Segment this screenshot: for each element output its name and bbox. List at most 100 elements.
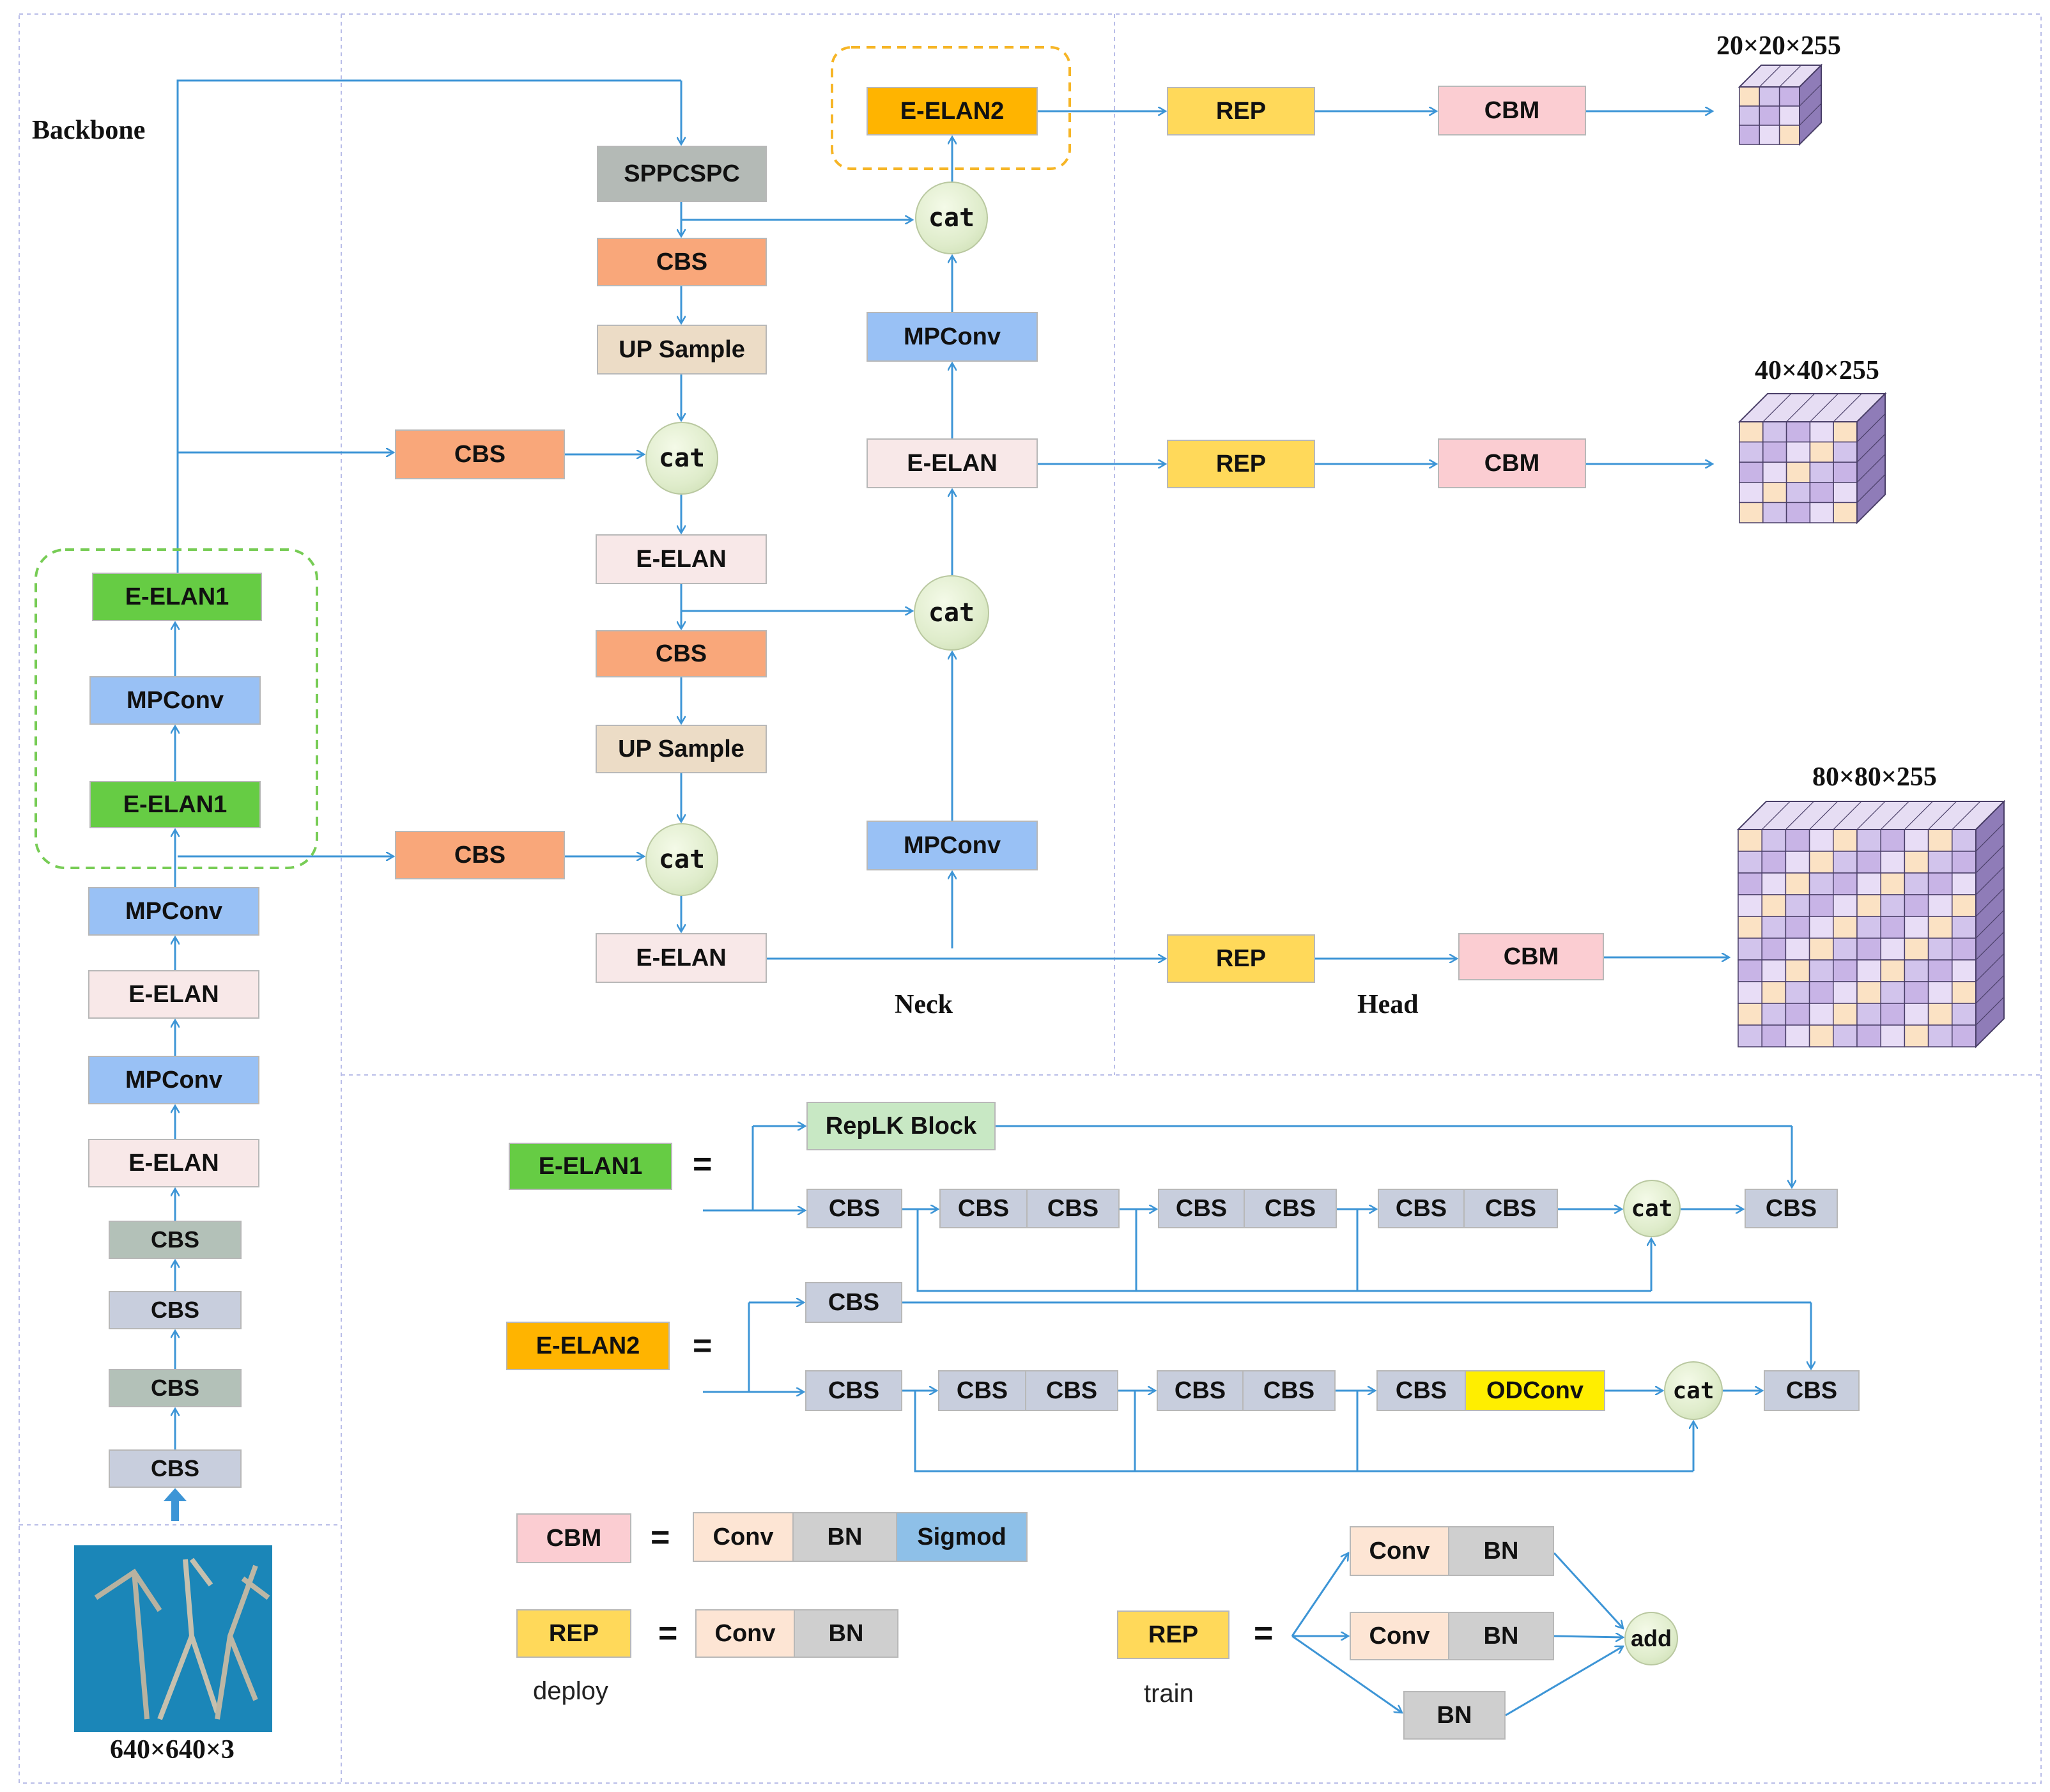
- output-cube-20-topline: [1759, 65, 1782, 88]
- output-cube-80-cell: [1880, 938, 1906, 961]
- neck-side-cbs-a: CBS: [395, 429, 565, 479]
- legend-eelan1-cat: cat: [1623, 1180, 1681, 1237]
- head-cbm-1: CBM: [1438, 86, 1586, 135]
- output-cube-40-cell: [1833, 482, 1858, 504]
- output-cube-80-cell: [1738, 851, 1762, 874]
- output-cube-80-cell: [1833, 851, 1858, 874]
- output-cube-40: [1738, 392, 1887, 525]
- output-cube-40-sideline: [1856, 454, 1886, 483]
- legend-rep-deploy-conv: Conv: [695, 1609, 795, 1658]
- instrument-3: [215, 1564, 270, 1720]
- output-cube-80-topline: [1928, 801, 1957, 830]
- output-cube-80-cell: [1927, 1024, 1953, 1047]
- output-cube-80-topline: [1809, 801, 1838, 830]
- output-cube-80-cell: [1904, 851, 1929, 874]
- output-cube-80-cell: [1738, 1024, 1762, 1047]
- output-cube-80-cell: [1927, 872, 1953, 895]
- output-size-3: 80×80×255: [1812, 762, 1937, 792]
- output-cube-80-cell: [1808, 851, 1834, 874]
- output-cube-80-cell: [1833, 981, 1858, 1004]
- output-cube-80-cell: [1880, 1003, 1906, 1026]
- output-cube-40-sideline: [1856, 413, 1886, 443]
- neck-eelan-a: E-ELAN: [596, 534, 767, 584]
- output-cube-80-cell: [1880, 872, 1906, 895]
- output-cube-80-cell: [1738, 916, 1762, 939]
- legend-eelan1-eq: =: [693, 1146, 713, 1183]
- output-cube-40-cell: [1809, 421, 1834, 443]
- backbone-cbs-3: CBS: [109, 1291, 242, 1329]
- output-cube-20-cell: [1759, 86, 1780, 107]
- instrument-1: [94, 1568, 162, 1720]
- output-cube-80-cell: [1785, 1003, 1810, 1026]
- input-photo-bg: [74, 1545, 272, 1732]
- backbone-cbs-1: CBS: [109, 1449, 242, 1488]
- legend-rep-deploy-name: REP: [516, 1609, 631, 1658]
- output-cube-20-sideline: [1799, 103, 1822, 126]
- output-cube-40-cell: [1762, 502, 1787, 523]
- output-cube-80-cell: [1952, 829, 1977, 852]
- output-cube-80-cell: [1761, 916, 1787, 939]
- output-cube-20-cell: [1778, 125, 1800, 145]
- input-image: [74, 1545, 272, 1732]
- line-e2-bottom: [914, 1391, 1693, 1472]
- output-cube-40-cell: [1833, 502, 1858, 523]
- line-e1-bottom: [916, 1209, 1651, 1292]
- legend-eelan2-cbs-3: CBS: [1025, 1370, 1118, 1411]
- output-cube-80-cell: [1952, 1024, 1977, 1047]
- output-cube-40-cell: [1739, 482, 1764, 504]
- output-cube-20-topline: [1779, 65, 1802, 88]
- output-cube-40-side: [1856, 392, 1886, 525]
- output-cube-20-cell: [1759, 105, 1780, 126]
- output-cube-80: [1736, 799, 2006, 1049]
- neck-cat-d: cat: [915, 182, 988, 254]
- head-title: Head: [1357, 990, 1419, 1019]
- output-cube-80-cell: [1761, 959, 1787, 982]
- output-cube-40-cell: [1833, 441, 1858, 463]
- output-cube-40-cell: [1785, 421, 1811, 443]
- outer-frame: [19, 13, 2042, 1784]
- backbone-cbs-2: CBS: [109, 1369, 242, 1407]
- legend-rep-train-caption: train: [1144, 1680, 1194, 1708]
- output-cube-80-cell: [1904, 894, 1929, 917]
- output-cube-80-cell: [1785, 829, 1810, 852]
- output-cube-80-cell: [1904, 959, 1929, 982]
- backbone-eelan-2: E-ELAN: [88, 970, 259, 1019]
- output-cube-80-cell: [1808, 959, 1834, 982]
- output-cube-40-cell: [1762, 421, 1787, 443]
- output-cube-80-cell: [1927, 916, 1953, 939]
- output-cube-80-cell: [1856, 916, 1881, 939]
- output-cube-80-cell: [1880, 829, 1906, 852]
- neck-cat-b: cat: [645, 823, 718, 896]
- instrument-2: [157, 1557, 220, 1720]
- head-rep-2: REP: [1167, 440, 1315, 488]
- legend-rep-deploy-bn: BN: [794, 1609, 898, 1658]
- output-cube-80-cell: [1808, 938, 1834, 961]
- legend-eelan2-cbs-2: CBS: [938, 1370, 1026, 1411]
- output-cube-20-sideline: [1799, 84, 1822, 107]
- output-cube-80-cell: [1833, 938, 1858, 961]
- legend-rep-train-bn-3: BN: [1403, 1691, 1506, 1740]
- output-cube-80-cell: [1785, 894, 1810, 917]
- legend-rep-train-conv-1: Conv: [1350, 1526, 1449, 1576]
- sppcspc-block: SPPCSPC: [597, 146, 767, 202]
- output-cube-80-cell: [1927, 894, 1953, 917]
- backbone-mpconv-3: MPConv: [89, 676, 261, 725]
- legend-eelan1-cbs-2: CBS: [939, 1189, 1028, 1228]
- legend-cbm-name: CBM: [516, 1513, 631, 1563]
- output-cube-40-topline: [1833, 393, 1862, 422]
- legend-cbm-eq: =: [651, 1519, 670, 1556]
- dashed-groups: [35, 46, 1071, 869]
- output-cube-80-cell: [1833, 1003, 1858, 1026]
- legend-eelan2-name: E-ELAN2: [506, 1322, 670, 1370]
- legend-eelan2-cbs-1: CBS: [805, 1370, 902, 1411]
- output-cube-80-sideline: [1975, 823, 2005, 852]
- output-cube-80-sideline: [1975, 909, 2005, 939]
- output-cube-80-sideline: [1975, 866, 2005, 895]
- neck-mpconv-b: MPConv: [867, 312, 1038, 362]
- neck-eelan-c: E-ELAN: [867, 438, 1038, 488]
- output-cube-80-cell: [1904, 829, 1929, 852]
- output-cube-80-cell: [1808, 829, 1834, 852]
- legend-eelan2-out-cbs: CBS: [1764, 1370, 1860, 1411]
- output-cube-20-cell: [1778, 86, 1800, 107]
- output-cube-20-cell: [1739, 86, 1761, 107]
